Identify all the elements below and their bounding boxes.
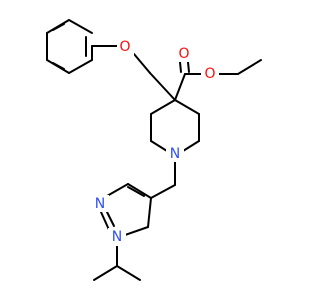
ether-oxygen-label: O [119, 39, 130, 55]
bond-piperidine-4 [150, 140, 168, 152]
ether-oxygen: O [117, 38, 134, 56]
bond-pyrazole-1 [127, 183, 152, 199]
bond-quaternary-carbonyl [174, 73, 186, 101]
bond-pyrazole-2 [106, 183, 129, 197]
bond-carbonyl-double-2 [187, 61, 190, 73]
bond-piperidine-6 [150, 99, 176, 115]
pyrazole-nitrogen-1: N [108, 228, 126, 246]
bond-pyrazole-inner-2 [106, 211, 115, 227]
bond-oxygen-ch2 [133, 53, 151, 74]
atom-label-layer: O O O N N N [91, 38, 219, 246]
ester-oxygen-label: O [204, 66, 215, 82]
bond-piperidine-1 [174, 99, 200, 115]
bond-ch2-ch2 [149, 72, 176, 101]
pyrazole-nitrogen-2-background [91, 195, 109, 212]
ester-oxygen-background [201, 66, 219, 83]
bond-phenyl-inner-3 [52, 23, 65, 31]
carbonyl-oxygen-background [176, 46, 193, 62]
molecule-structure: O O O N N N [0, 0, 300, 300]
ester-oxygen: O [201, 66, 219, 83]
carbonyl-oxygen-label: O [178, 46, 189, 62]
pyrazole-nitrogen-1-label: N [112, 229, 122, 245]
bond-methylene-pyrazole [150, 184, 176, 199]
bond-layer [46, 19, 262, 281]
bond-ethyl [237, 59, 262, 75]
bond-piperidine-3 [182, 140, 200, 152]
ether-oxygen-background [117, 38, 134, 56]
piperidine-nitrogen-background [166, 145, 184, 162]
bond-isopropyl-methyl-2 [116, 265, 141, 281]
piperidine-nitrogen-label: N [170, 146, 180, 162]
piperidine-nitrogen: N [166, 145, 184, 162]
bond-phenyl-inner-2 [52, 62, 65, 70]
bond-phenyl-6 [68, 19, 93, 34]
bond-pyrazole-inner-1 [127, 186, 145, 197]
bond-pyrazole-5 [147, 197, 152, 228]
pyrazole-nitrogen-2-label: N [95, 196, 105, 212]
canvas-background [0, 0, 300, 300]
bond-phenyl-2 [68, 59, 93, 74]
bond-pyrazole-4 [124, 226, 149, 236]
pyrazole-nitrogen-2: N [91, 195, 109, 212]
pyrazole-nitrogen-1-background [108, 228, 126, 246]
bond-carbonyl-double-1 [179, 61, 182, 73]
bond-isopropyl-methyl-1 [93, 265, 118, 281]
carbonyl-oxygen: O [176, 46, 193, 62]
